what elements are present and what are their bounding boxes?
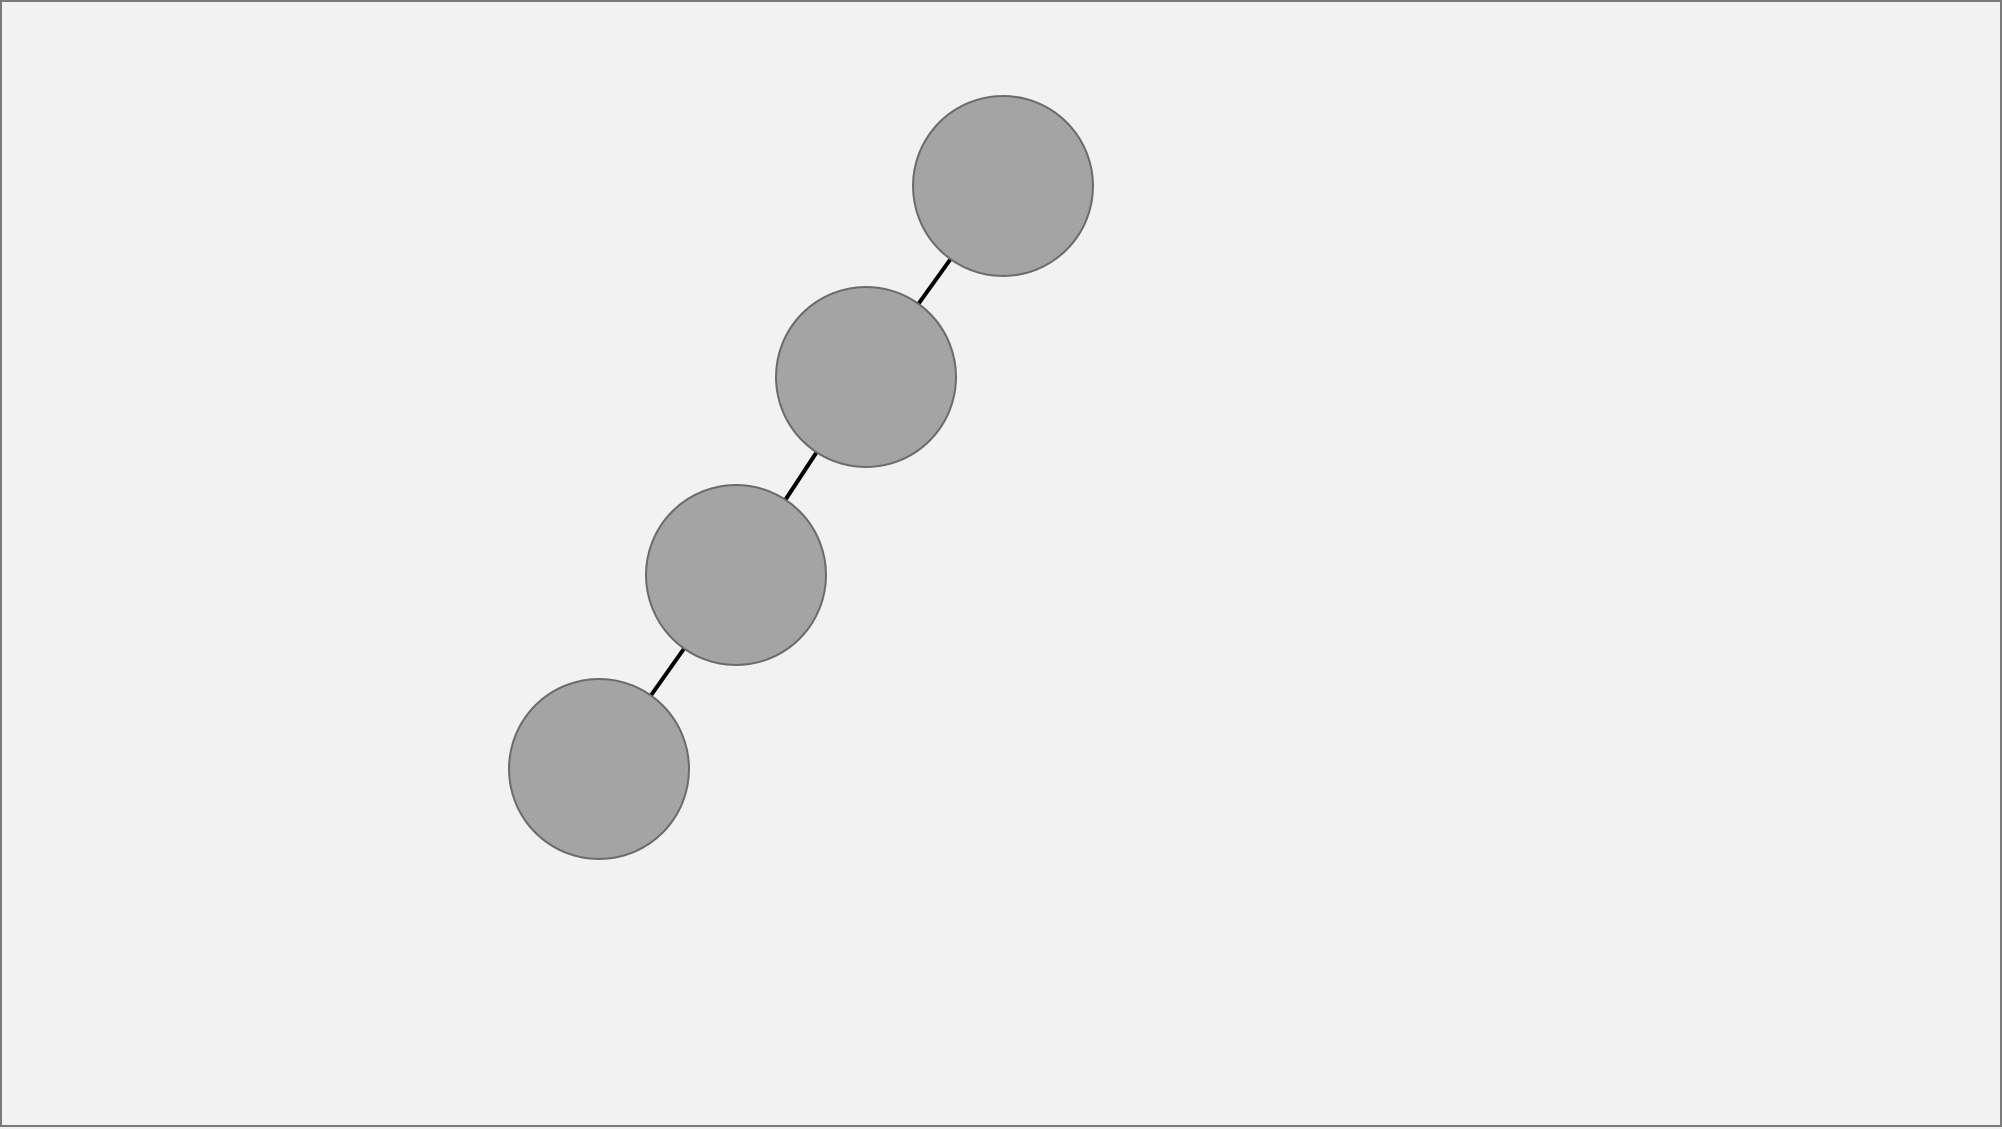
edge-node-1-node-2: [914, 254, 955, 309]
node-2: [775, 286, 957, 468]
nodes-layer: [508, 95, 1094, 860]
edge-node-3-node-4: [646, 644, 689, 700]
edges-layer: [646, 254, 955, 700]
node-4: [508, 678, 690, 860]
node-1: [912, 95, 1094, 277]
edge-node-2-node-3: [781, 447, 821, 505]
node-3: [645, 484, 827, 666]
